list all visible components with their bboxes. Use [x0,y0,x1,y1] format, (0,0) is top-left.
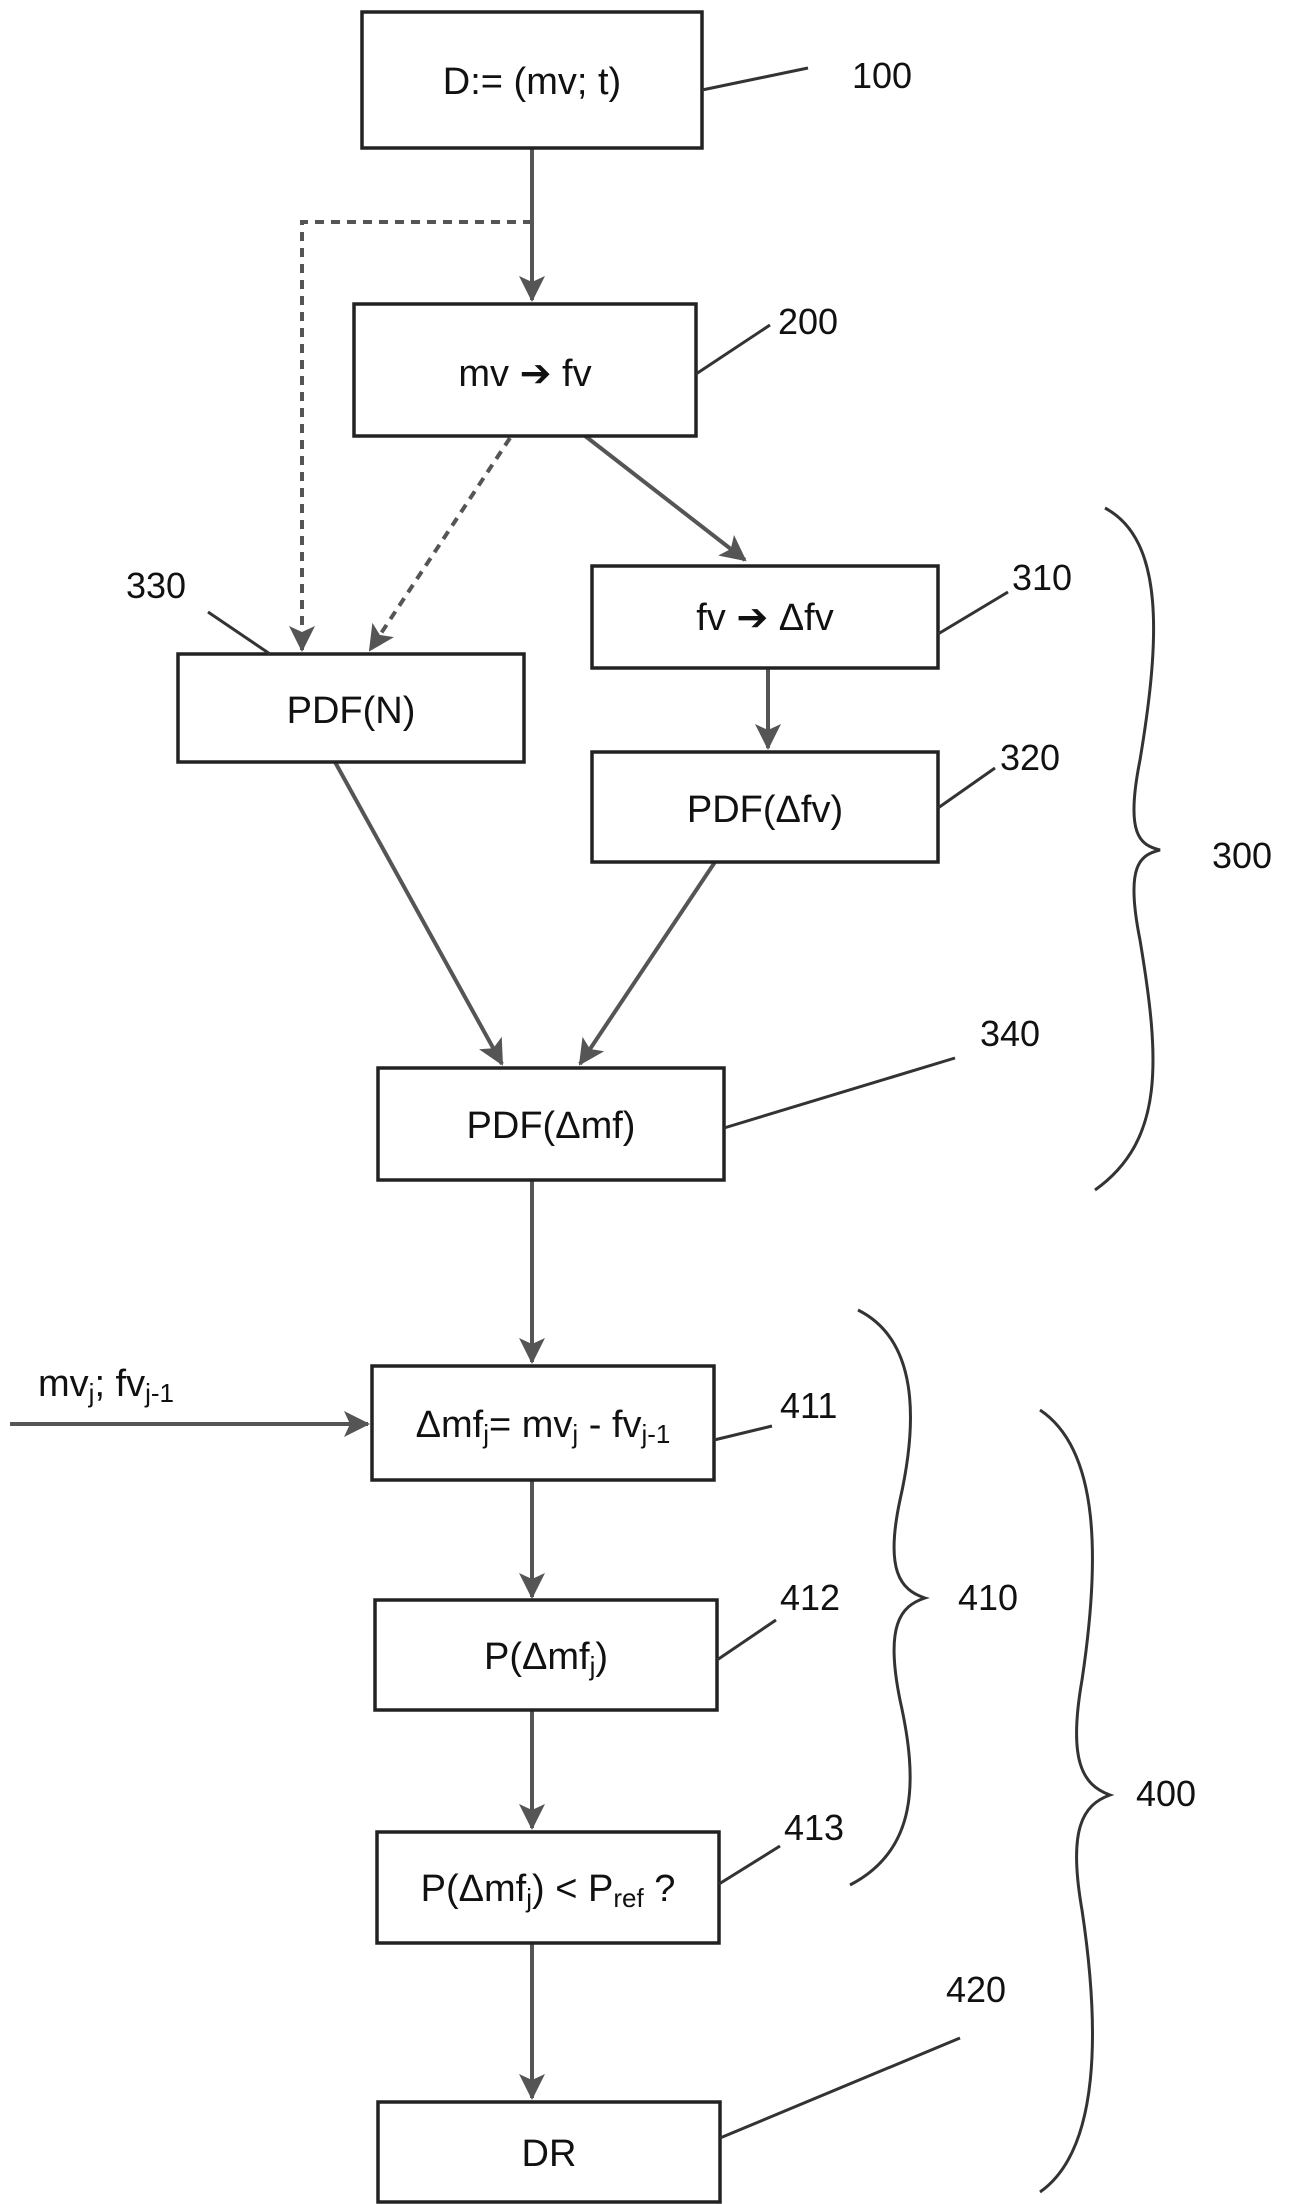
box-411-label: Δmfj= mvj - fvj-1 [416,1404,671,1449]
box-420: DR [378,2102,720,2202]
flow-320-to-340 [580,862,715,1064]
arrow-right-icon: ➔ [736,595,768,639]
ref-400: 400 [1136,1773,1196,1814]
leader-100 [702,68,808,90]
leader-412 [717,1620,776,1660]
ref-300: 300 [1212,835,1272,876]
box-200-label: mv ➔ fv [458,351,591,395]
box-411: Δmfj= mvj - fvj-1 [372,1366,714,1480]
box-340: PDF(Δmf) [378,1068,724,1180]
ref-420: 420 [946,1969,1006,2010]
ref-412: 412 [780,1577,840,1618]
box-100-label: D:= (mv; t) [443,61,621,103]
box-200: mv ➔ fv [354,304,696,436]
box-310: fv ➔ Δfv [592,566,938,668]
leader-330 [208,612,270,654]
leader-411 [714,1426,772,1440]
box-320: PDF(Δfv) [592,752,938,862]
brace-300 [1095,508,1160,1190]
ref-340: 340 [980,1013,1040,1054]
ref-310: 310 [1012,557,1072,598]
ref-411: 411 [780,1385,837,1426]
box-413: P(Δmfj) < Pref ? [377,1832,719,1943]
brace-400 [1040,1410,1110,2192]
brace-410 [850,1310,925,1885]
leader-320 [938,768,995,808]
box-320-label: PDF(Δfv) [687,789,843,831]
leader-310 [938,592,1008,634]
leader-413 [719,1846,780,1884]
ref-100: 100 [852,55,912,96]
arrow-right-icon: ➔ [520,351,552,395]
leader-200 [696,325,770,374]
dashed-flow-200-to-330 [370,438,510,650]
ref-200: 200 [778,301,838,342]
box-420-label: DR [522,2133,577,2175]
leader-340 [724,1058,955,1128]
ref-320: 320 [1000,737,1060,778]
ref-413: 413 [784,1807,844,1848]
box-340-label: PDF(Δmf) [467,1105,636,1147]
ref-410: 410 [958,1577,1018,1618]
ref-330: 330 [126,565,186,606]
leader-420 [720,2038,960,2138]
box-330-label: PDF(N) [287,690,416,732]
box-310-label: fv ➔ Δfv [696,595,833,639]
flow-330-to-340 [335,762,502,1064]
box-330: PDF(N) [178,654,524,762]
box-412-label: P(Δmfj) [484,1636,608,1681]
input-label: mvj; fvj-1 [38,1363,174,1408]
box-100: D:= (mv; t) [362,12,702,148]
box-412: P(Δmfj) [375,1600,717,1710]
flow-200-to-310 [580,432,745,560]
